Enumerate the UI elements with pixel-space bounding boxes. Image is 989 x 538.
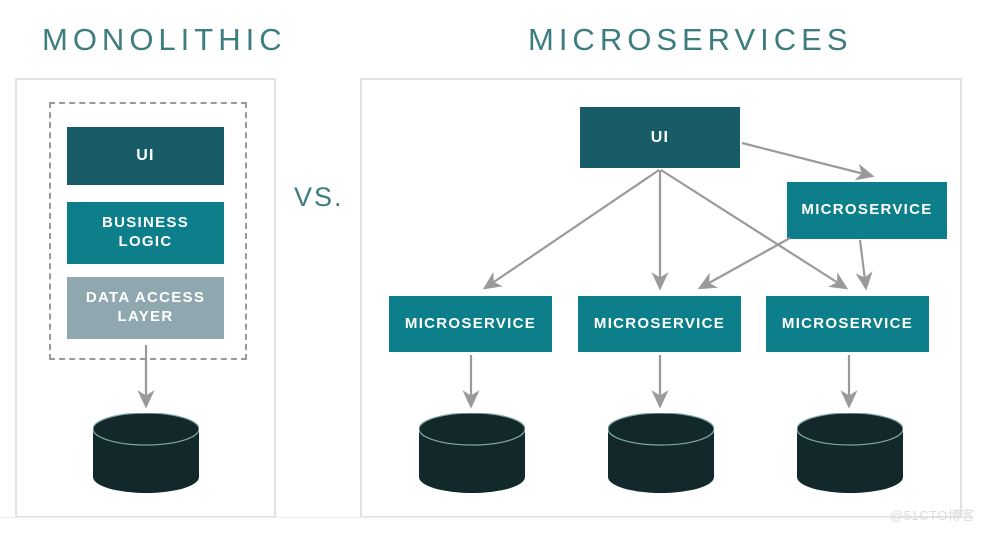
microservice-box-bottom-center[interactable]: MICROSERVICE bbox=[578, 296, 741, 352]
data-access-line2: LAYER bbox=[117, 308, 174, 325]
microservice-label-bottom-left: MICROSERVICE bbox=[404, 314, 537, 332]
monolith-business-logic-label: BUSINESS LOGIC bbox=[102, 214, 189, 252]
monolith-data-access-layer-box[interactable]: DATA ACCESS LAYER bbox=[67, 277, 224, 339]
page-title-monolithic: MONOLITHIC bbox=[42, 22, 287, 57]
microservice-box-bottom-left[interactable]: MICROSERVICE bbox=[389, 296, 552, 352]
microservices-ui-box[interactable]: UI bbox=[580, 107, 740, 168]
microservice-label-top-right: MICROSERVICE bbox=[801, 201, 933, 219]
monolith-boundary-dashed-box bbox=[49, 102, 247, 360]
microservice-label-bottom-right: MICROSERVICE bbox=[781, 314, 914, 332]
versus-label: VS. bbox=[294, 182, 344, 212]
monolith-business-logic-box[interactable]: BUSINESS LOGIC bbox=[67, 202, 224, 264]
microservice-label-bottom-center: MICROSERVICE bbox=[593, 314, 726, 332]
page-title-microservices: MICROSERVICES bbox=[528, 22, 853, 57]
business-logic-line1: BUSINESS bbox=[101, 214, 190, 232]
database-cylinder-1 bbox=[419, 413, 525, 493]
microservices-ui-label: UI bbox=[650, 128, 670, 146]
database-cylinder-3 bbox=[797, 413, 903, 493]
watermark-label: @51CTO博客 bbox=[890, 508, 975, 523]
data-access-line1: DATA ACCESS bbox=[85, 289, 206, 307]
monolith-ui-label: UI bbox=[136, 147, 155, 164]
microservice-box-bottom-right[interactable]: MICROSERVICE bbox=[766, 296, 929, 352]
database-cylinder-monolith bbox=[93, 413, 199, 493]
watermark-divider bbox=[0, 517, 900, 518]
business-logic-line2: LOGIC bbox=[118, 233, 173, 250]
database-cylinder-2 bbox=[608, 413, 714, 493]
microservice-box-top-right[interactable]: MICROSERVICE bbox=[787, 182, 947, 239]
monolith-ui-box[interactable]: UI bbox=[67, 127, 224, 185]
monolith-data-access-layer-label: DATA ACCESS LAYER bbox=[86, 289, 205, 327]
